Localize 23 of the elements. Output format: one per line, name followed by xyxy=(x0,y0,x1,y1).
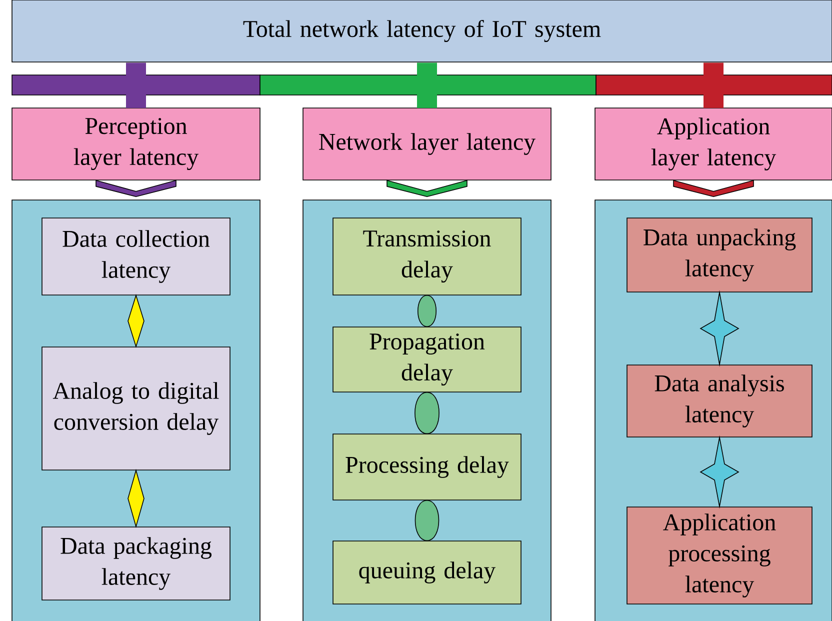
chevron-arrow xyxy=(386,180,468,197)
process-box: queuing delay xyxy=(332,540,522,604)
oval-link xyxy=(414,500,440,541)
oval-link xyxy=(414,392,440,434)
layer-box: Application layer latency xyxy=(594,108,832,180)
title-box: Total network latency of IoT system xyxy=(12,0,832,62)
process-box: Processing delay xyxy=(332,434,522,500)
oval-link xyxy=(417,295,437,327)
connector-bar xyxy=(704,62,724,108)
process-box: Data unpacking latency xyxy=(626,218,812,292)
process-box: Data collection latency xyxy=(42,218,230,296)
process-box: Data analysis latency xyxy=(626,364,812,438)
process-box: Propagation delay xyxy=(332,326,522,392)
process-box: Application processing latency xyxy=(626,506,812,604)
layer-box: Perception layer latency xyxy=(12,108,260,180)
chevron-arrow xyxy=(96,180,176,197)
connector-bar xyxy=(126,62,146,108)
chevron-arrow xyxy=(673,180,754,197)
process-box: Data packaging latency xyxy=(42,526,230,600)
process-box: Analog to digital conversion delay xyxy=(42,346,230,470)
connector-bar xyxy=(417,62,437,108)
layer-box: Network layer latency xyxy=(302,108,552,180)
process-box: Transmission delay xyxy=(332,218,522,296)
